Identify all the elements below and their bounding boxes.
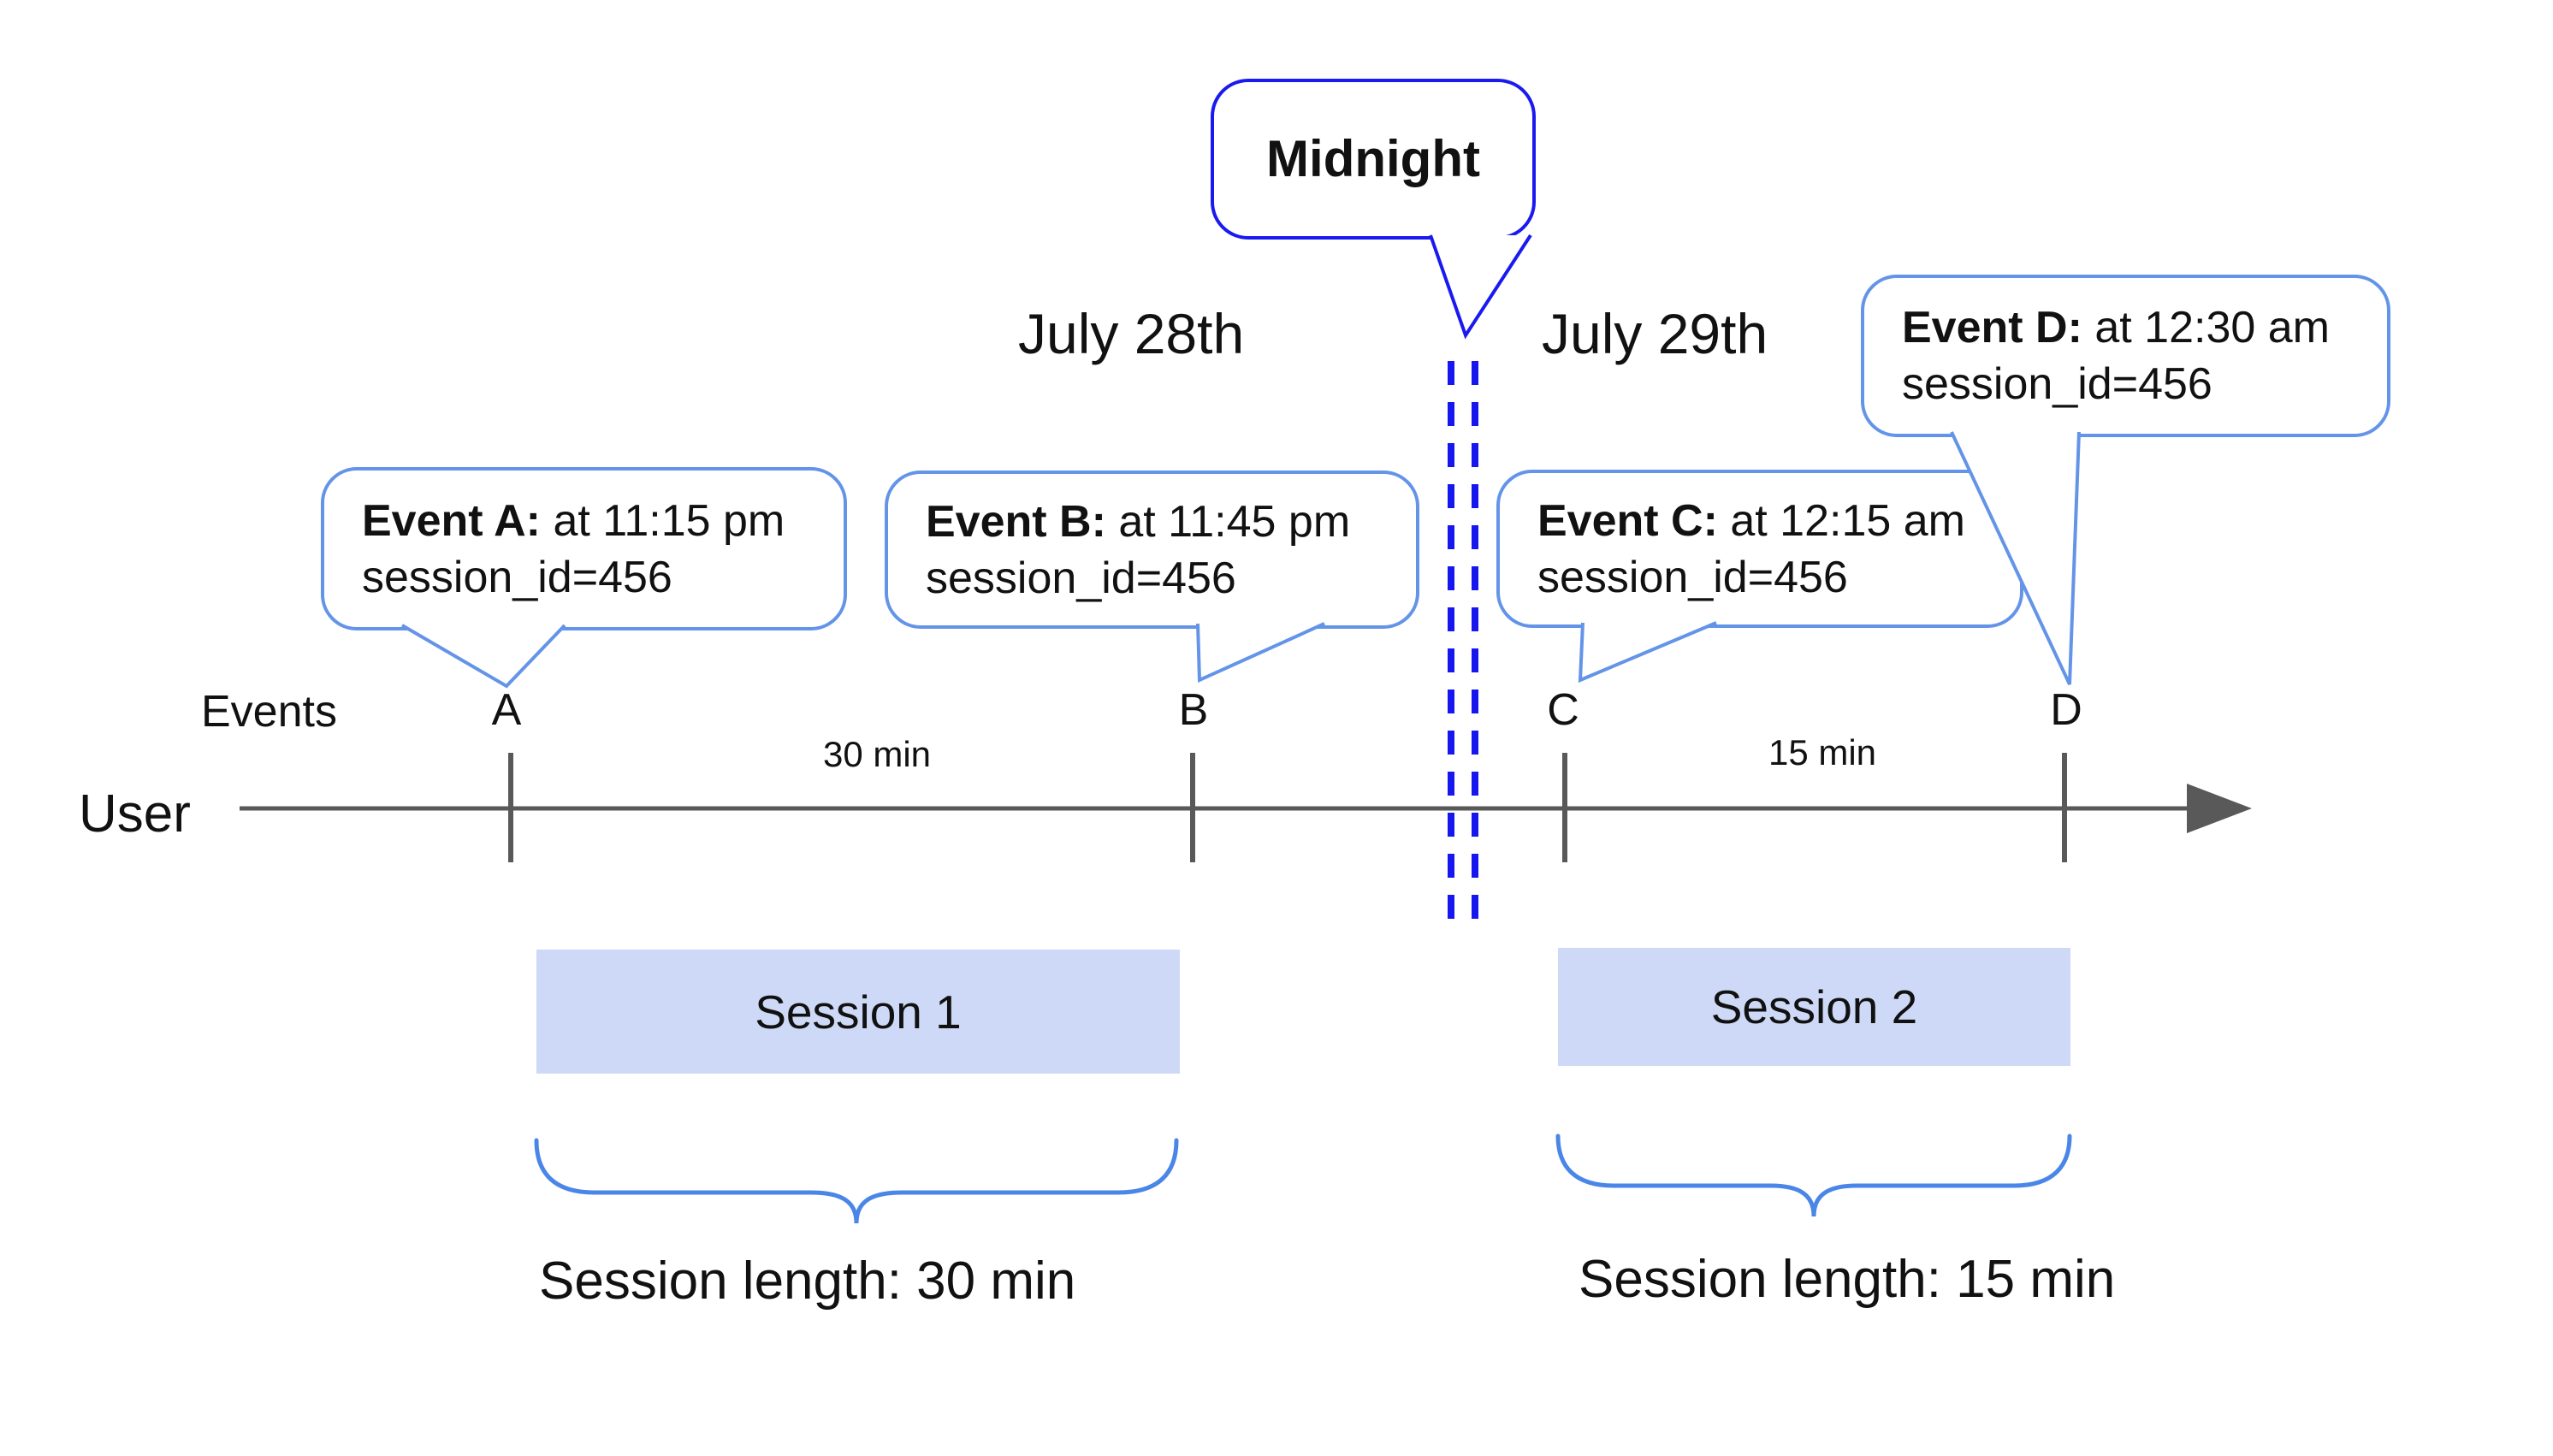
tick-label-d: D (2050, 685, 2082, 735)
tick-label-a: A (491, 685, 522, 735)
session-1-label: Session 1 (755, 985, 962, 1039)
event-a-title: Event A: (362, 495, 541, 546)
tick-label-b: B (1178, 685, 1209, 735)
event-a-callout-line2: session_id=456 (362, 552, 672, 602)
session-1-length-label: Session length: 30 min (539, 1252, 1076, 1311)
gap-label-30min: 30 min (822, 734, 932, 774)
event-b-callout-bubble: Event B: at 11:45 pm session_id=456 (885, 471, 1419, 629)
midnight-callout-text: Midnight (1266, 130, 1480, 187)
event-d-callout-line1: Event D: at 12:30 am (1902, 299, 2387, 356)
event-b-time: at 11:45 pm (1105, 496, 1351, 547)
event-d-time: at 12:30 am (2082, 303, 2330, 352)
event-b-bubble-tail (1196, 622, 1325, 684)
gap-label-15min: 15 min (1768, 732, 1877, 772)
session-2-label: Session 2 (1710, 980, 1918, 1033)
session-1-brace (534, 1138, 1179, 1224)
timeline-arrowhead-icon (2187, 784, 2252, 833)
event-c-bubble-tail (1578, 621, 1717, 684)
events-axis-label: Events (201, 687, 337, 737)
event-a-bubble-tail (400, 624, 566, 689)
event-a-time: at 11:15 pm (541, 495, 785, 546)
midnight-bubble-tail (1429, 234, 1532, 340)
event-c-callout-line1: Event C: at 12:15 am (1537, 493, 2020, 549)
event-d-title: Event D: (1902, 303, 2082, 352)
date-label-july-28: July 28th (1018, 302, 1245, 365)
event-c-callout-line2: session_id=456 (1537, 552, 1848, 602)
event-b-callout-line1: Event B: at 11:45 pm (926, 494, 1416, 550)
date-label-july-29: July 29th (1542, 302, 1768, 365)
session-1-box: Session 1 (536, 950, 1180, 1074)
event-c-title: Event C: (1537, 495, 1718, 546)
event-d-callout-bubble: Event D: at 12:30 am session_id=456 (1861, 275, 2390, 437)
user-axis-label: User (79, 784, 191, 843)
event-b-callout-line2: session_id=456 (926, 553, 1236, 603)
event-b-title: Event B: (926, 496, 1106, 547)
session-2-length-label: Session length: 15 min (1579, 1250, 2116, 1309)
session-2-brace (1555, 1133, 2072, 1217)
event-a-callout-bubble: Event A: at 11:15 pm session_id=456 (321, 467, 847, 630)
session-2-box: Session 2 (1558, 948, 2070, 1066)
tick-label-c: C (1547, 685, 1579, 735)
midnight-callout-bubble: Midnight (1211, 79, 1536, 240)
event-d-callout-line2: session_id=456 (1902, 359, 2212, 409)
event-a-callout-line1: Event A: at 11:15 pm (362, 493, 844, 549)
event-c-callout-bubble: Event C: at 12:15 am session_id=456 (1496, 470, 2023, 628)
event-c-time: at 12:15 am (1717, 495, 1965, 546)
